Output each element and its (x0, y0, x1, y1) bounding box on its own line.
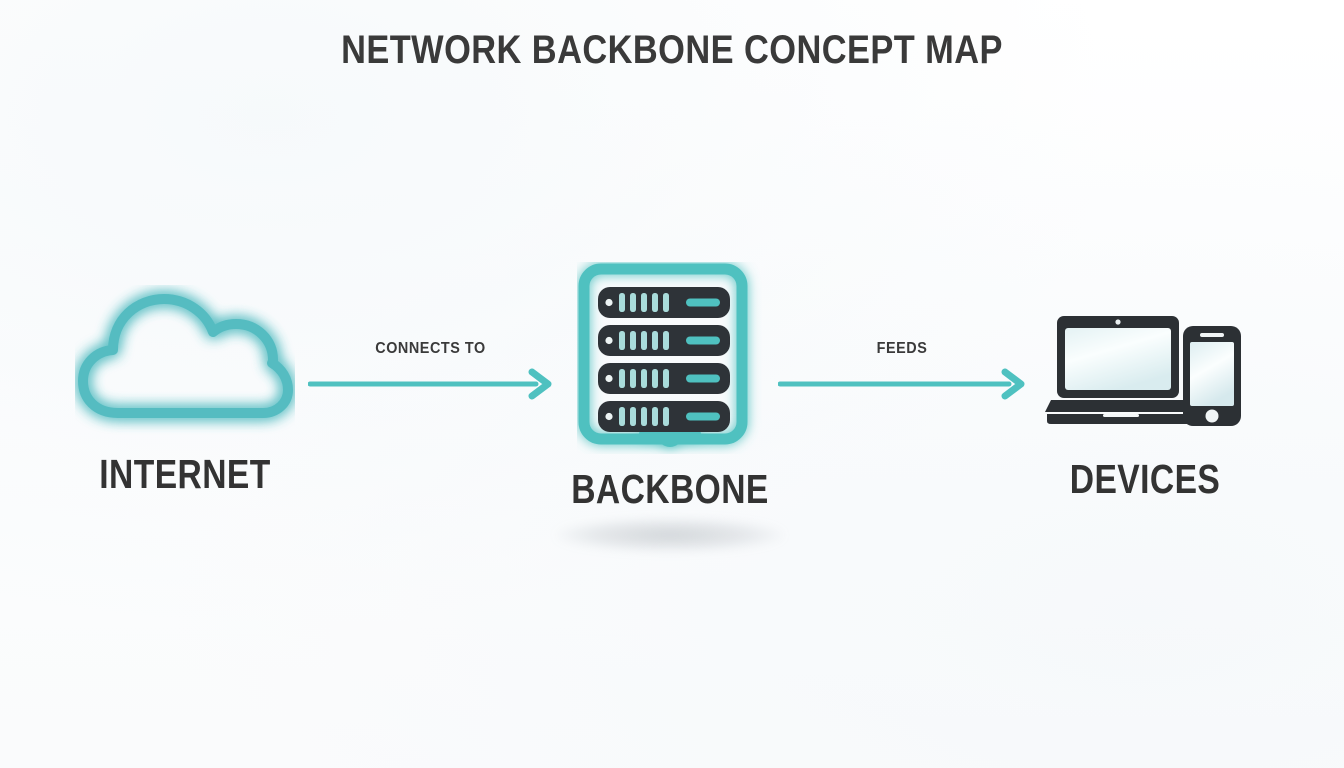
backbone-drop-shadow (555, 518, 785, 552)
node-label-devices: DEVICES (1069, 456, 1221, 502)
rack-unit (598, 401, 730, 432)
devices-icon-wrap (1020, 300, 1270, 430)
rack-unit (598, 363, 730, 394)
rack-unit (598, 325, 730, 356)
node-internet[interactable]: INTERNET (60, 285, 310, 498)
cloud-icon (78, 294, 293, 418)
connector-feeds[interactable]: FEEDS (778, 340, 1026, 400)
node-label-backbone: BACKBONE (571, 466, 769, 512)
connector-label-feeds: FEEDS (876, 340, 928, 357)
laptop-and-phone-icon (1045, 316, 1241, 426)
node-label-internet: INTERNET (99, 451, 271, 497)
connector-connects-to[interactable]: CONNECTS TO (308, 340, 553, 400)
rack-unit (598, 287, 730, 318)
internet-icon-wrap (60, 285, 310, 435)
connector-label-connects-to: CONNECTS TO (375, 340, 486, 357)
backbone-icon-wrap (545, 262, 795, 454)
page-title: NETWORK BACKBONE CONCEPT MAP (341, 28, 1003, 72)
node-devices[interactable]: DEVICES (1020, 300, 1270, 503)
arrow-right-icon (778, 368, 1025, 400)
arrow-right-icon (308, 368, 552, 400)
laptop-icon (1045, 316, 1193, 424)
smartphone-icon (1183, 326, 1241, 426)
node-backbone[interactable]: BACKBONE (545, 262, 795, 513)
server-rack-icon (578, 263, 748, 447)
